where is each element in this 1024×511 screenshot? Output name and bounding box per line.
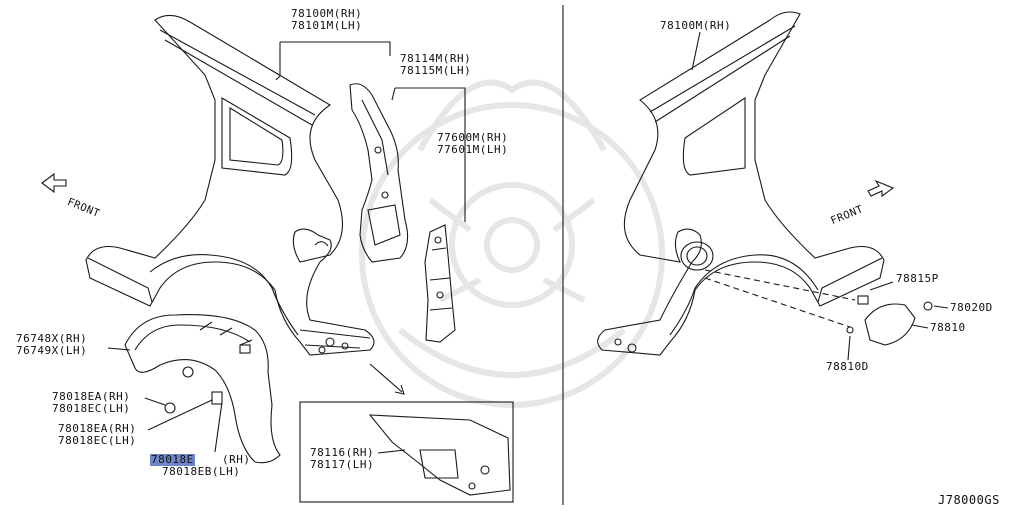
part-label-76748x-rh[interactable]: 76748X(RH) (16, 332, 88, 345)
leader-78114m (391, 87, 466, 222)
leader-78100m-right (691, 31, 701, 71)
part-label-78114m-rh[interactable]: 78114M(RH) (400, 52, 472, 65)
part-label-76749x-lh[interactable]: 76749X(LH) (16, 344, 88, 357)
part-label-78018ea-rh-b[interactable]: 78018EA(RH) (58, 422, 137, 435)
part-label-78018eb-lh[interactable]: 78018EB(LH) (162, 465, 241, 478)
clips-left (144, 366, 223, 453)
part-label-78117-lh[interactable]: 78117(LH) (310, 458, 375, 471)
part-label-77601m-lh[interactable]: 77601M(LH) (437, 143, 509, 156)
part-label-78100m-rh-left[interactable]: 78100M(RH) (291, 7, 363, 20)
part-label-78018ec-lh-b[interactable]: 78018EC(LH) (58, 434, 137, 447)
inset-part-78116 (368, 414, 511, 496)
part-label-78116-rh[interactable]: 78116(RH) (310, 446, 375, 459)
fuel-filler-lid (846, 295, 933, 346)
rear-outer-panel-right (597, 11, 885, 356)
part-label-78101m-lh[interactable]: 78101M(LH) (291, 19, 363, 32)
part-label-78018e-rh-suffix: (RH) (222, 453, 251, 466)
leader-78100m-left (275, 41, 391, 81)
part-label-78018ea-rh-a[interactable]: 78018EA(RH) (52, 390, 131, 403)
leaders-right (704, 269, 949, 361)
front-arrow-right-icon (867, 179, 895, 198)
rear-pillar-77600m (424, 224, 456, 343)
wheel-house-protector (124, 314, 281, 464)
part-label-78018ec-lh-a[interactable]: 78018EC(LH) (52, 402, 131, 415)
part-label-77600m-rh[interactable]: 77600M(RH) (437, 131, 509, 144)
part-label-78810d[interactable]: 78810D (826, 360, 869, 373)
inset-box (299, 401, 514, 503)
watermark-emblem (359, 79, 665, 408)
part-label-78810[interactable]: 78810 (930, 321, 966, 334)
diagram-code: J78000GS (938, 493, 1000, 507)
leader-76748x (107, 347, 131, 351)
part-label-78815p[interactable]: 78815P (896, 272, 939, 285)
pillar-reinforcement (349, 83, 409, 263)
part-label-78018e-highlighted[interactable]: 78018E (150, 453, 195, 466)
part-label-78100m-rh-right[interactable]: 78100M(RH) (660, 19, 732, 32)
rear-outer-panel-left (85, 14, 375, 356)
part-label-78115m-lh[interactable]: 78115M(LH) (400, 64, 472, 77)
front-arrow-left-icon (41, 172, 67, 194)
part-label-78020d[interactable]: 78020D (950, 301, 993, 314)
inset-arrow (369, 363, 405, 395)
